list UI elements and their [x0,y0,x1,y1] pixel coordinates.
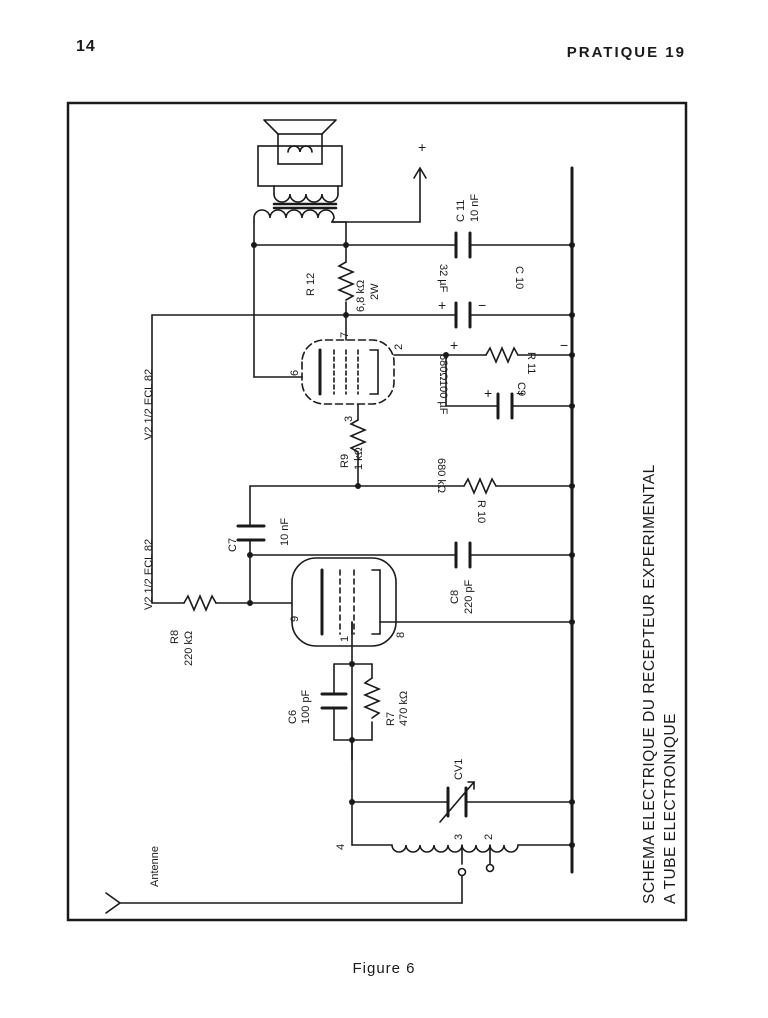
c10-plus-label: + [438,297,446,313]
r10-name-label: R 10 [475,500,487,523]
pin-1-label: 1 [339,636,351,642]
tube-v2-lower-label: V2 1/2 ECL 82 [143,539,155,610]
tube-v2-upper-label: V2 1/2 ECL 82 [143,369,155,440]
r8-resistor [183,593,217,613]
c11-value-label: 10 nF [469,194,481,222]
r9-resistor [348,419,368,453]
figure-caption: Figure 6 [352,960,416,977]
junction-dots [247,242,575,848]
c11-capacitor [454,231,472,259]
c7-name-label: C7 [227,538,239,552]
c8-value-label: 220 pF [463,579,475,614]
pin-2-label: 2 [483,834,495,840]
pin-6-label: 6 [289,370,301,376]
r10-value-label: 680 kΩ [435,458,447,493]
r9-value-label: 1 kΩ [353,447,365,470]
r7-resistor [362,677,382,719]
output-transformer [253,166,427,223]
pin-2b-label: 2 [393,344,405,350]
c9-plus-label: + [484,385,492,401]
r12-power-label: 2W [369,283,381,300]
publication-header: PRATIQUE 19 [566,44,686,61]
c10-name-label: C 10 [513,266,525,289]
c9-name-label: C9 [515,382,527,396]
c9-capacitor [496,392,514,420]
plus-supply-label: + [418,139,426,155]
antenna-symbol [105,867,467,914]
r8-name-label: R8 [169,630,181,644]
c10-capacitor [454,301,472,329]
r8-value-label: 220 kΩ [183,631,195,666]
r11-value-label: 680Ω [437,354,449,381]
c6-capacitor [320,692,348,710]
pin-7-label: 7 [339,332,351,338]
r12-resistor [336,261,356,301]
r11-name-label: R 11 [525,352,537,374]
schematic-title-line1: SCHEMA ELECTRIQUE DU RECEPTEUR EXPERIMEN… [641,464,658,904]
r12-name-label: R 12 [305,273,317,296]
r7-name-label: R7 [385,712,397,726]
c9-value-label: 100 µF [437,380,449,415]
c6-value-label: 100 pF [300,689,312,724]
c10-minus-label: − [478,297,486,313]
c8-name-label: C8 [449,590,461,604]
schematic-frame [66,101,688,922]
antenna-label: Antenne [149,846,161,887]
r11-resistor [485,345,519,365]
c10-value-label: 32 µF [437,264,449,293]
c7-value-label: 10 nF [279,518,291,546]
cathode-plus-label: + [450,337,458,353]
pin-3-label: 3 [453,834,465,840]
tuning-coil [351,844,573,873]
c8-capacitor [454,541,472,569]
r7-value-label: 470 kΩ [398,691,410,726]
pin-4-label: 4 [335,844,347,850]
loudspeaker [257,119,343,195]
c7-capacitor [236,524,266,542]
pentode-tube-v2 [301,339,395,405]
r12-value-label: 6,8 kΩ [355,280,367,312]
pin-9-label: 9 [289,616,301,622]
pin-8-label: 8 [395,632,407,638]
cv1-variable-capacitor [439,781,475,823]
cv1-label: CV1 [453,759,465,780]
cathode-minus-label: − [560,337,568,353]
page-number: 14 [76,38,96,55]
pin-3b-label: 3 [343,416,355,422]
schematic-title-line2: A TUBE ELECTRONIQUE [662,713,679,904]
triode-tube-v2 [291,557,397,647]
c9-minus-label: − [516,385,524,401]
c6-name-label: C6 [287,710,299,724]
c11-name-label: C 11 [455,200,467,222]
r9-name-label: R9 [339,454,351,468]
r10-resistor [463,476,497,496]
